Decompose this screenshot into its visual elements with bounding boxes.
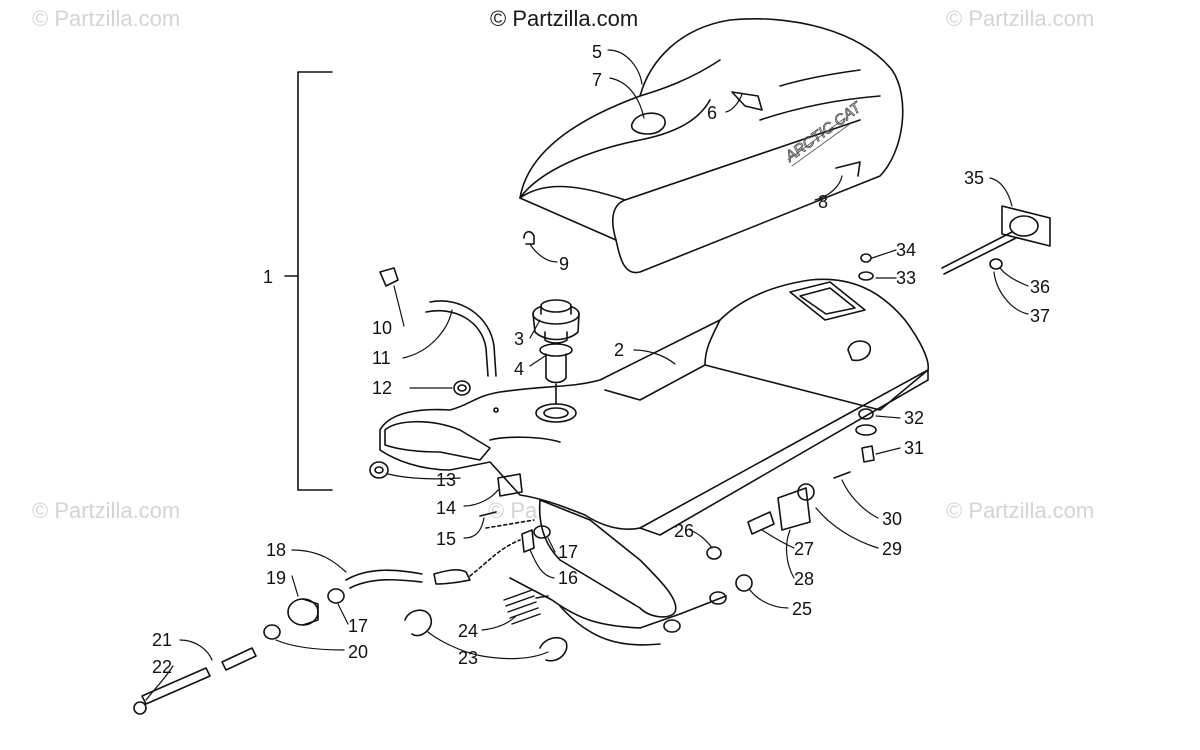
callout-17-upper: 17 xyxy=(558,542,578,562)
mounting-hardware xyxy=(855,253,877,463)
switch-assembly xyxy=(747,471,851,535)
callout-25: 25 xyxy=(792,599,812,619)
callout-9: 9 xyxy=(559,254,569,274)
vent-hose xyxy=(425,300,497,377)
callout-24: 24 xyxy=(458,621,478,641)
filler-neck-gasket xyxy=(539,343,573,405)
fuel-tank-base xyxy=(379,278,930,618)
hose-clamps xyxy=(404,609,568,662)
callout-20: 20 xyxy=(348,642,368,662)
fuel-valve xyxy=(479,511,551,553)
partzilla-credit: © Partzilla.com xyxy=(490,6,639,31)
watermark-mid-right: © Partzilla.com xyxy=(946,498,1095,523)
watermark-top-left: © Partzilla.com xyxy=(32,6,181,31)
callout-13: 13 xyxy=(436,470,456,490)
fuel-line xyxy=(345,539,521,589)
callout-36: 36 xyxy=(1030,277,1050,297)
callout-5: 5 xyxy=(592,42,602,62)
leader-lines xyxy=(145,49,1029,701)
callout-22: 22 xyxy=(152,657,172,677)
callout-7: 7 xyxy=(592,70,602,90)
callout-30: 30 xyxy=(882,509,902,529)
seat-cover xyxy=(519,17,904,274)
gas-cap xyxy=(532,299,580,344)
cable xyxy=(509,574,753,646)
fuel-filter xyxy=(263,588,345,640)
callout-31: 31 xyxy=(904,438,924,458)
callout-19: 19 xyxy=(266,568,286,588)
callout-21: 21 xyxy=(152,630,172,650)
callout-33: 33 xyxy=(896,268,916,288)
callout-6: 6 xyxy=(707,103,717,123)
watermark-mid-left: © Partzilla.com xyxy=(32,498,181,523)
assembly-bracket xyxy=(284,71,333,491)
star-washer xyxy=(369,461,389,479)
callout-14: 14 xyxy=(436,498,456,518)
callout-29: 29 xyxy=(882,539,902,559)
callout-16: 16 xyxy=(558,568,578,588)
callout-26: 26 xyxy=(674,521,694,541)
fuel-pickup-tube xyxy=(133,647,257,715)
callout-15: 15 xyxy=(436,529,456,549)
callout-32: 32 xyxy=(904,408,924,428)
callout-37: 37 xyxy=(1030,306,1050,326)
callout-27: 27 xyxy=(794,539,814,559)
watermark-top-right: © Partzilla.com xyxy=(946,6,1095,31)
callout-18: 18 xyxy=(266,540,286,560)
callout-11: 11 xyxy=(372,348,391,368)
nut xyxy=(706,546,722,560)
callout-8: 8 xyxy=(818,192,828,212)
callout-34: 34 xyxy=(896,240,916,260)
leader-dashed xyxy=(485,519,535,529)
clip xyxy=(379,267,399,287)
callout-4: 4 xyxy=(514,359,524,379)
callout-labels: 1 2 3 4 5 6 7 8 9 10 11 12 13 14 15 16 1… xyxy=(152,42,1050,677)
grommet xyxy=(453,380,471,396)
callout-2: 2 xyxy=(614,340,624,360)
tail-light xyxy=(941,205,1051,275)
callout-1: 1 xyxy=(263,267,273,287)
callout-35: 35 xyxy=(964,168,984,188)
callout-17-lower: 17 xyxy=(348,616,368,636)
callout-23: 23 xyxy=(458,648,478,668)
callout-12: 12 xyxy=(372,378,392,398)
callout-3: 3 xyxy=(514,329,524,349)
callout-10: 10 xyxy=(372,318,392,338)
callout-28: 28 xyxy=(794,569,814,589)
